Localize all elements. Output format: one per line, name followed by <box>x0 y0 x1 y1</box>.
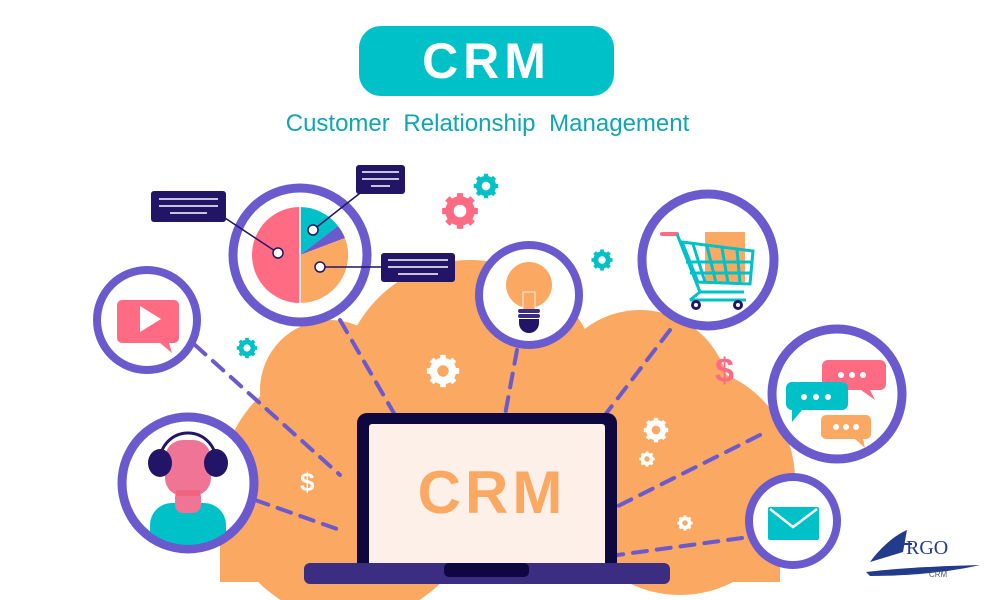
dollar-icon: $ <box>300 467 315 497</box>
idea-bubble <box>475 241 583 349</box>
shopping-cart-bubble <box>637 189 779 331</box>
gear-icon <box>474 174 498 198</box>
gear-icon <box>442 193 478 229</box>
info-card <box>151 191 226 222</box>
email-bubble <box>745 473 841 569</box>
chat-bubble <box>767 324 907 464</box>
dollar-icon: $ <box>715 352 734 390</box>
gear-icon <box>237 338 257 358</box>
laptop-screen-label: CRM <box>417 459 567 526</box>
speech-bubble-icon <box>786 382 848 422</box>
laptop <box>304 413 670 584</box>
connector-lines <box>193 318 762 558</box>
customer-support-bubble <box>117 412 259 554</box>
argo-logo-mark <box>866 530 980 576</box>
logo-wordmark: RGO <box>906 537 949 559</box>
envelope-icon <box>768 507 819 540</box>
title-badge: CRM <box>359 26 614 96</box>
info-card <box>381 253 455 282</box>
title-text: CRM <box>422 33 551 89</box>
gear-icon <box>591 249 612 270</box>
speech-bubble-icon <box>821 415 871 448</box>
subtitle: Customer Relationship Management <box>285 110 690 137</box>
info-card <box>356 165 405 194</box>
argo-crm-logo: RGO CRM <box>866 528 986 584</box>
logo-subtext: CRM <box>929 570 948 579</box>
play-icon <box>140 306 161 332</box>
analytics-pie-bubble <box>224 183 385 327</box>
video-message-bubble <box>93 266 201 374</box>
